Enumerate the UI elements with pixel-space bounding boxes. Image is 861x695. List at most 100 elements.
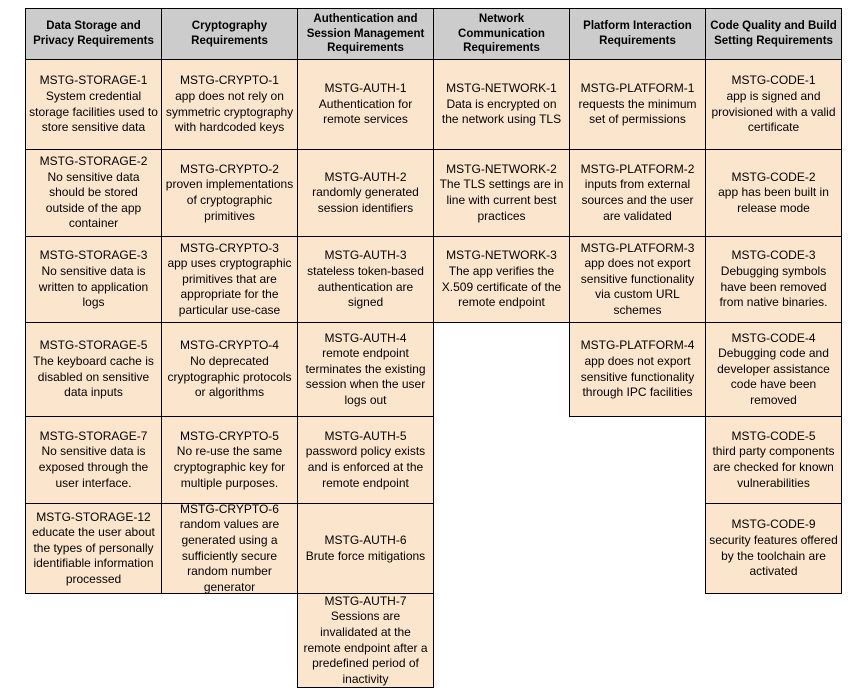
requirement-code: MSTG-AUTH-5 — [324, 428, 407, 443]
requirement-code: MSTG-AUTH-2 — [324, 169, 407, 184]
requirement-description: No sensitive data is written to applicat… — [38, 263, 149, 310]
requirement-code: MSTG-STORAGE-7 — [39, 428, 148, 443]
requirement-description: requests the minimum set of permissions — [578, 96, 697, 127]
requirement-code: MSTG-STORAGE-12 — [36, 509, 151, 524]
column-code: Code Quality and Build Setting Requireme… — [705, 8, 842, 594]
requirement-description: app does not export sensitive functional… — [580, 353, 695, 400]
requirement-code: MSTG-AUTH-7 — [324, 593, 407, 608]
column-auth: Authentication and Session Management Re… — [297, 8, 434, 688]
requirement-code: MSTG-NETWORK-2 — [446, 161, 557, 176]
requirement-code: MSTG-CODE-3 — [731, 248, 816, 263]
requirement-description: random values are generated using a suff… — [179, 517, 280, 594]
requirement-description: The keyboard cache is disabled on sensit… — [33, 353, 154, 400]
requirement-description: third party components are checked for k… — [712, 444, 835, 490]
requirement-description: Data is encrypted on the network using T… — [441, 96, 562, 127]
requirement-description: randomly generated session identifiers — [312, 185, 419, 215]
requirement-code: MSTG-CODE-2 — [731, 169, 816, 184]
requirement-description: No sensitive data is exposed through the… — [38, 444, 149, 490]
requirement-code: MSTG-NETWORK-3 — [446, 248, 557, 263]
requirement-code: MSTG-STORAGE-1 — [39, 73, 148, 88]
column-header-crypto: Cryptography Requirements — [161, 8, 298, 60]
requirement-description: The TLS settings are in line with curren… — [439, 177, 564, 223]
requirement-description: No re-use the same cryptographic key for… — [173, 444, 286, 490]
requirement-description: app has been built in release mode — [718, 185, 829, 215]
requirement-code: MSTG-CRYPTO-4 — [180, 338, 279, 353]
requirement-code: MSTG-PLATFORM-4 — [580, 338, 695, 353]
requirement-description: inputs from external sources and the use… — [581, 177, 694, 223]
requirement-description: app does not rely on symmetric cryptogra… — [165, 88, 294, 135]
requirement-description: educate the user about the types of pers… — [32, 525, 155, 586]
column-header-storage: Data Storage and Privacy Requirements — [25, 8, 162, 60]
requirement-code: MSTG-CODE-1 — [731, 73, 816, 88]
requirement-code: MSTG-NETWORK-1 — [446, 81, 557, 96]
requirement-code: MSTG-AUTH-3 — [324, 248, 407, 263]
requirement-code: MSTG-CODE-4 — [731, 330, 816, 345]
requirement-description: stateless token-based authentication are… — [307, 263, 424, 310]
requirement-code: MSTG-STORAGE-2 — [39, 154, 148, 169]
requirement-description: app does not export sensitive functional… — [580, 256, 695, 317]
column-header-code: Code Quality and Build Setting Requireme… — [705, 8, 842, 60]
requirement-code: MSTG-AUTH-1 — [324, 81, 407, 96]
requirement-description: Debugging symbols have been removed from… — [719, 263, 828, 310]
requirement-description: Sessions are invalidated at the remote e… — [303, 609, 428, 686]
requirement-description: security features offered by the toolcha… — [709, 532, 838, 579]
requirement-description: Authentication for remote services — [318, 96, 413, 127]
column-header-network: Network Communication Requirements — [433, 8, 570, 60]
requirement-description: System credential storage facilities use… — [29, 88, 158, 135]
requirement-description: The app verifies the X.509 certificate o… — [441, 263, 562, 310]
requirement-code: MSTG-CODE-9 — [731, 517, 816, 532]
requirement-description: app uses cryptographic primitives that a… — [167, 256, 292, 317]
requirement-description: password policy exists and is enforced a… — [305, 444, 426, 490]
requirement-description: app is signed and provisioned with a val… — [711, 88, 836, 135]
requirement-code: MSTG-PLATFORM-2 — [580, 161, 695, 176]
requirement-description: remote endpoint terminates the existing … — [305, 346, 426, 407]
requirement-code: MSTG-AUTH-4 — [324, 330, 407, 345]
requirement-code: MSTG-AUTH-6 — [324, 532, 407, 547]
requirement-code: MSTG-STORAGE-5 — [39, 338, 148, 353]
requirement-code: MSTG-CRYPTO-2 — [180, 161, 279, 176]
requirement-code: MSTG-CRYPTO-1 — [180, 73, 279, 88]
column-header-auth: Authentication and Session Management Re… — [297, 8, 434, 60]
requirement-code: MSTG-STORAGE-3 — [39, 248, 148, 263]
requirement-description: No deprecated cryptographic protocols or… — [167, 353, 292, 400]
requirement-code: MSTG-CRYPTO-3 — [180, 240, 279, 255]
requirement-code: MSTG-PLATFORM-3 — [580, 240, 695, 255]
requirement-description: Brute force mitigations — [305, 548, 426, 563]
requirement-description: Debugging code and developer assistance … — [717, 346, 830, 407]
requirement-description: proven implementations of cryptographic … — [165, 177, 294, 223]
requirement-description: No sensitive data should be stored outsi… — [45, 169, 142, 231]
requirement-code: MSTG-CODE-5 — [731, 428, 816, 443]
